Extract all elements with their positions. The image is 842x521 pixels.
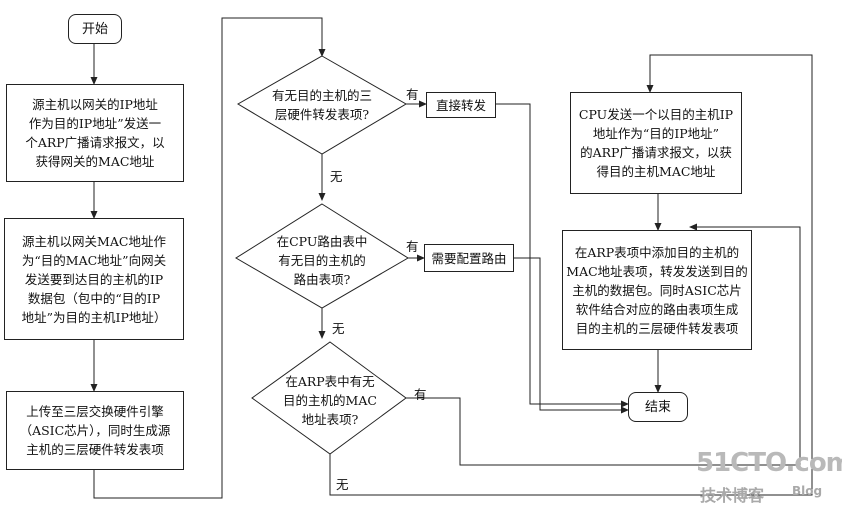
edge-step3-q1 <box>93 17 326 499</box>
decision-q2-shape <box>235 203 409 309</box>
step3-box: 上传至三层交换硬件引擎 （ASIC芯片），同时生成源 主机的三层硬件转发表项 <box>6 391 184 470</box>
q3-yes-label: 有 <box>414 387 427 402</box>
step1-box: 源主机以网关的IP地址 作为目的IP地址”发送一 个ARP广播请求报文，以 获得… <box>6 84 184 182</box>
q2-no-label: 无 <box>332 321 345 336</box>
watermark-site: 51CTO.com <box>696 448 842 478</box>
decision-q1-shape <box>237 55 407 155</box>
edge-q3-add <box>406 223 801 466</box>
q1-yes-label: 有 <box>406 87 419 102</box>
direct-forward-box: 直接转发 <box>426 92 496 118</box>
edge-direct-end <box>496 103 629 408</box>
decision-q3-text: 在ARP表中有无 目的主机的MAC 地址表项? <box>283 373 377 427</box>
decision-q3-shape <box>251 341 407 455</box>
end-node: 结束 <box>628 392 688 422</box>
start-node: 开始 <box>68 14 122 44</box>
q2-yes-label: 有 <box>406 239 419 254</box>
add-arp-entry-box: 在ARP表项中添加目的主机的 MAC地址表项，转发发送到目的 主机的数据包。同时… <box>562 230 752 350</box>
q1-no-label: 无 <box>330 169 343 184</box>
decision-q1-text: 有无目的主机的三 层硬件转发表项? <box>271 88 372 122</box>
step2-box: 源主机以网关MAC地址作 为“目的MAC地址”向网关 发送要到达目的主机的IP … <box>4 218 184 340</box>
watermark-blog: Blog <box>792 484 823 498</box>
cpu-arp-request-box: CPU发送一个以目的主机IP 地址作为“目的IP地址” 的ARP广播请求报文，以… <box>570 92 742 194</box>
configure-route-box: 需要配置路由 <box>424 244 514 272</box>
edge-q3-cpu <box>329 54 813 496</box>
decision-q2-text: 在CPU路由表中 有无目的主机的 路由表项? <box>276 233 368 287</box>
watermark-sub: 技术博客 <box>700 486 765 505</box>
edge-route-end <box>514 257 629 414</box>
q3-no-label: 无 <box>336 477 349 492</box>
